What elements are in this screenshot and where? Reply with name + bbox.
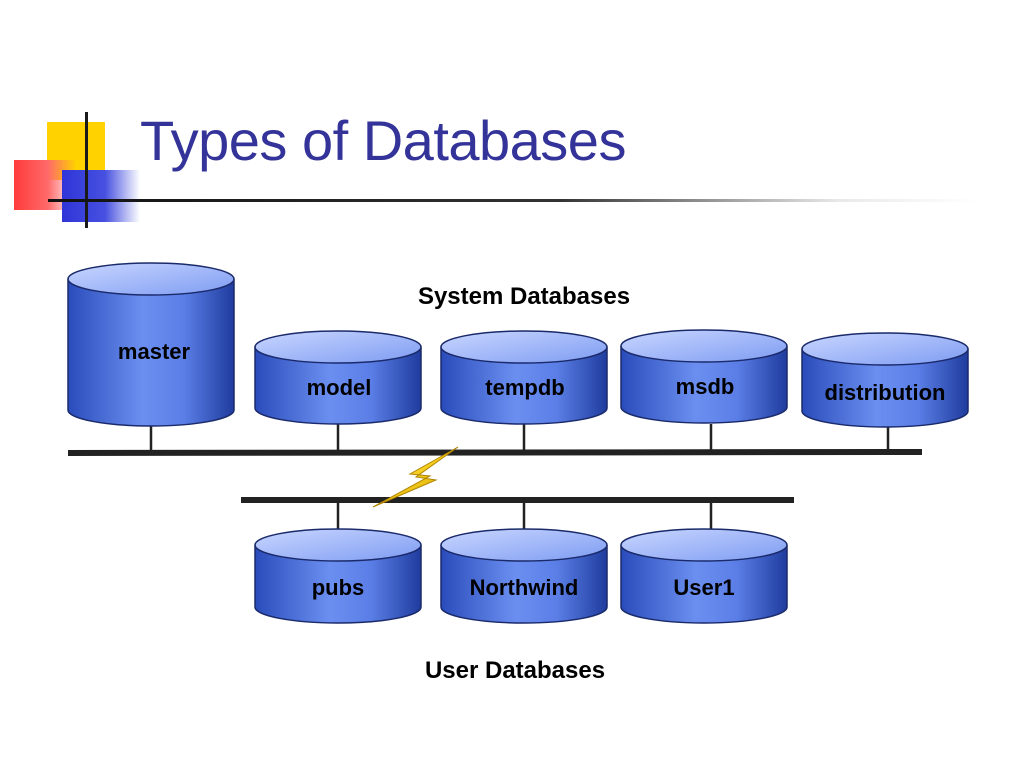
database-cylinder-model: model [254,330,422,425]
database-label-pubs: pubs [312,575,365,600]
title-underline [48,199,978,202]
user-bus [241,497,794,529]
database-cylinder-distribution: distribution [801,332,969,428]
database-label-tempdb: tempdb [485,375,564,400]
database-label-distribution: distribution [825,380,946,405]
system-databases-label: System Databases [417,283,631,310]
slide-title: Types of Databases [140,109,626,172]
lightning-bolt-icon [372,446,459,508]
database-label-user1: User1 [673,575,734,600]
database-cylinder-tempdb: tempdb [440,330,608,425]
database-label-master: master [118,339,191,364]
database-cylinder-pubs: pubs [254,528,422,624]
user-databases-label: User Databases [424,657,606,684]
system-bus-line [67,449,923,456]
database-cylinder-msdb: msdb [620,329,788,424]
database-cylinder-master: master [67,262,235,427]
database-label-northwind: Northwind [470,575,579,600]
blue-square-decoration [62,170,140,222]
database-label-model: model [307,375,372,400]
vertical-rule [85,112,88,228]
system-bus [67,424,923,456]
database-cylinder-northwind: Northwind [440,528,608,624]
database-cylinder-user1: User1 [620,528,788,624]
database-label-msdb: msdb [676,374,735,399]
